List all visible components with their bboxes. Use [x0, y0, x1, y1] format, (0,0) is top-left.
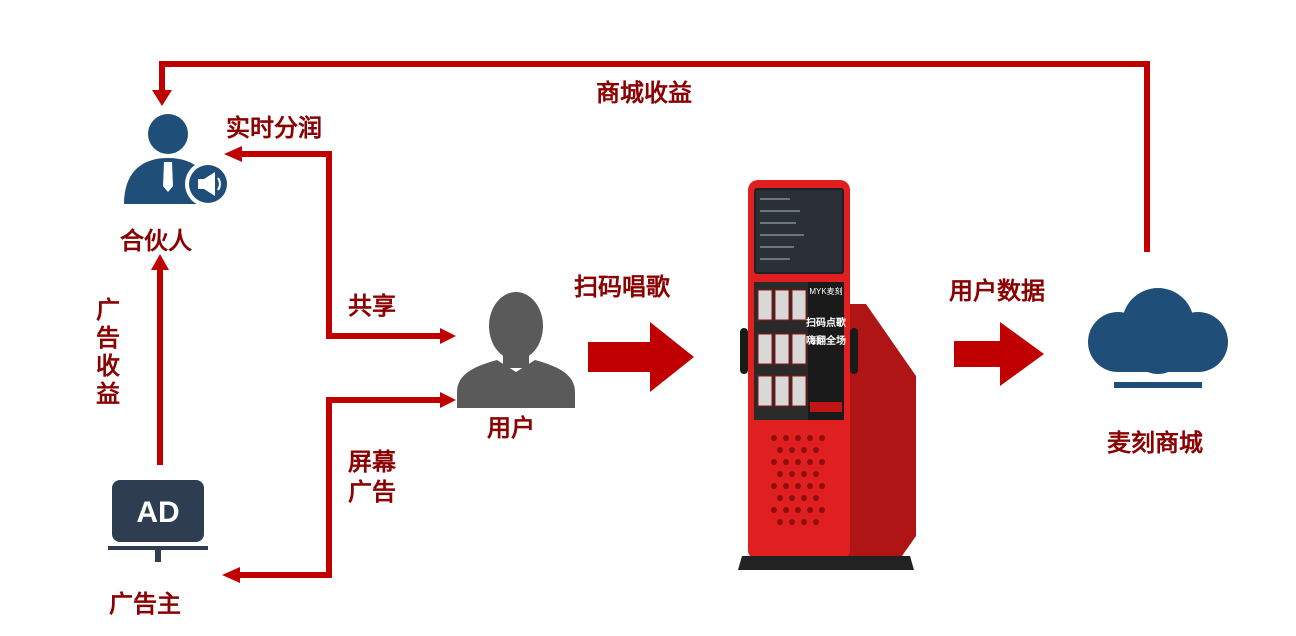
- mall-income-line: [159, 61, 1150, 252]
- cloud-icon: [1086, 286, 1230, 392]
- user-data-block-arrow: [954, 322, 1044, 386]
- kiosk-slogan-2: 嗨翻全场: [806, 334, 846, 347]
- cloud-label: 麦刻商城: [1107, 429, 1203, 457]
- ad-billboard-icon: AD: [108, 480, 208, 564]
- ad-income-char: 告: [96, 324, 120, 352]
- arrowhead-partner-top: [152, 90, 172, 106]
- ad-income-char: 广: [96, 296, 120, 324]
- ad-badge-text: AD: [136, 496, 179, 529]
- screen-ad-line-2: 广告: [348, 478, 396, 506]
- advertiser-label: 广告主: [109, 590, 181, 618]
- kiosk-logo: MYK麦刻: [809, 286, 842, 296]
- user-label: 用户: [487, 414, 535, 442]
- scan-sing-label: 扫码唱歌: [574, 273, 670, 301]
- arrowhead-partner-right: [224, 146, 242, 162]
- kiosk-slogan-1: 扫码点歌: [806, 316, 847, 329]
- realtime-share-line: [240, 151, 444, 339]
- user-silhouette-icon: [455, 288, 577, 408]
- realtime-share-label: 实时分润: [226, 114, 322, 142]
- arrowhead-partner-bottom: [151, 254, 169, 270]
- screen-ad-line: [238, 397, 444, 578]
- person-megaphone-icon: [120, 112, 236, 208]
- ad-income-label: 广 告 收 益: [94, 296, 122, 408]
- ad-income-char: 收: [96, 352, 120, 380]
- user-data-label: 用户数据: [949, 277, 1045, 305]
- ad-income-char: 益: [96, 380, 120, 408]
- partner-label: 合伙人: [120, 227, 192, 255]
- screen-ad-label: 屏幕 广告: [348, 447, 396, 507]
- arrowhead-user-bottom: [440, 392, 456, 408]
- mall-income-label: 商城收益: [596, 79, 692, 107]
- arrowhead-advertiser-left: [222, 567, 240, 583]
- arrowhead-user-top: [440, 328, 456, 344]
- karaoke-kiosk: MYK麦刻 扫码点歌 嗨翻全场: [734, 176, 920, 576]
- screen-ad-line-1: 屏幕: [348, 448, 396, 476]
- share-label: 共享: [348, 292, 396, 320]
- scan-sing-block-arrow: [588, 322, 694, 392]
